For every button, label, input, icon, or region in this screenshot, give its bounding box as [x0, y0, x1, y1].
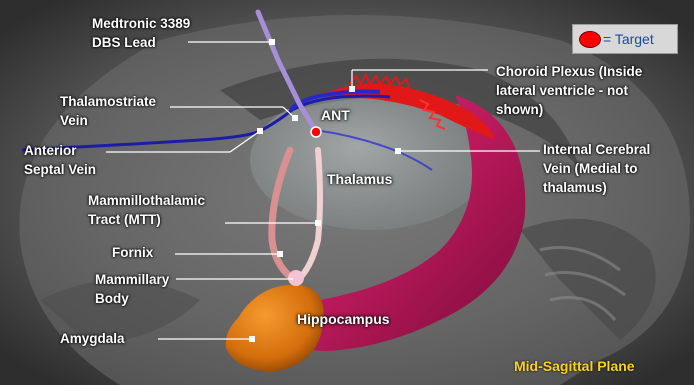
mammillary-body-shape: [288, 270, 304, 286]
label-choroid-plexus: Choroid Plexus (Inside lateral ventricle…: [496, 62, 642, 119]
label-anterior-septal-vein: Anterior Septal Vein: [24, 141, 96, 179]
label-hippocampus: Hippocampus: [297, 311, 390, 327]
label-thalamus: Thalamus: [327, 171, 392, 187]
label-internal-cerebral-vein: Internal Cerebral Vein (Medial to thalam…: [543, 140, 650, 197]
label-dbs-lead: Medtronic 3389 DBS Lead: [92, 14, 190, 52]
label-thalamostriate-vein: Thalamostriate Vein: [60, 92, 156, 130]
target-marker-icon: [579, 31, 601, 48]
ant-target-marker: [311, 127, 321, 137]
plane-label: Mid-Sagittal Plane: [514, 358, 635, 374]
label-amygdala: Amygdala: [60, 329, 125, 348]
legend-text: = Target: [603, 31, 654, 47]
legend: = Target: [572, 24, 678, 54]
label-mtt: Mammillothalamic Tract (MTT): [88, 191, 205, 229]
label-fornix: Fornix: [112, 243, 153, 262]
label-ant: ANT: [321, 107, 350, 123]
label-mammillary-body: Mammillary Body: [95, 270, 169, 308]
